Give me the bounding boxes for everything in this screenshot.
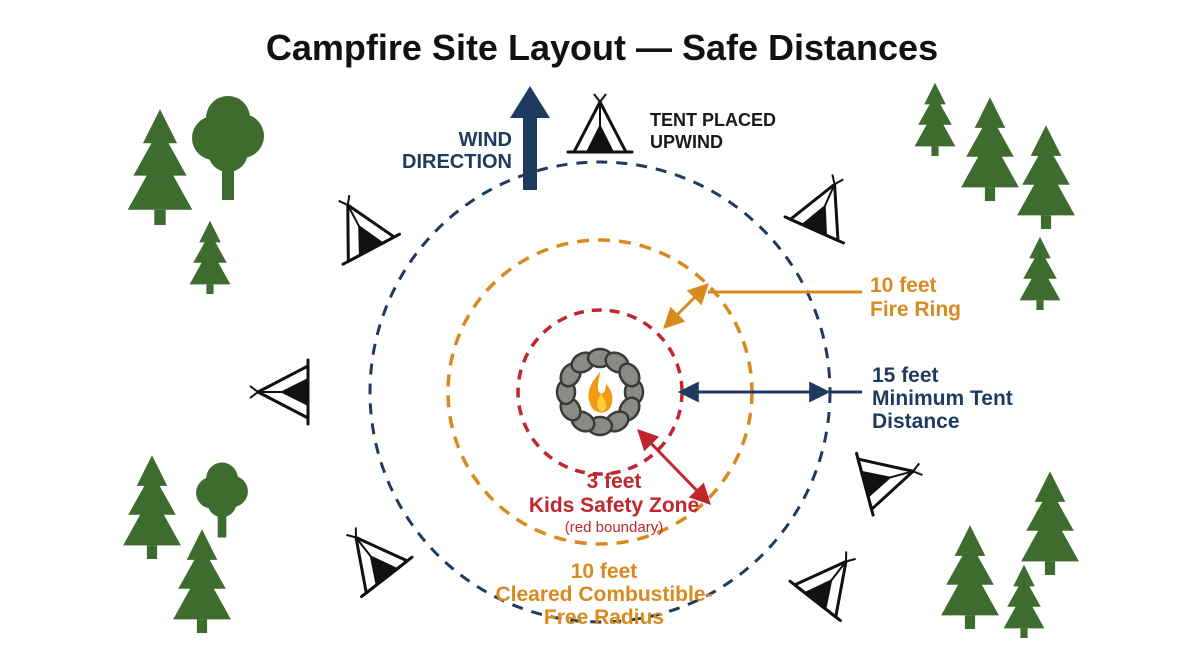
tent-icon (314, 181, 402, 266)
pine-tree-icon (1003, 564, 1045, 638)
tent-distance-label-line3: Distance (872, 410, 960, 433)
tree-group-left-bottom (123, 455, 248, 633)
deciduous-tree-icon (196, 462, 248, 538)
deciduous-tree-icon (192, 96, 264, 200)
wind-arrow-icon (510, 86, 550, 190)
tent-icon (248, 358, 310, 426)
page-title: Campfire Site Layout — Safe Distances (266, 27, 938, 68)
tent-icon (855, 436, 931, 517)
pine-tree-icon (941, 525, 999, 629)
tree-group-left-top (127, 96, 264, 294)
tent-icon (788, 534, 878, 623)
pine-tree-icon (1021, 471, 1079, 575)
campfire-icon (555, 347, 645, 437)
pine-tree-icon (127, 109, 193, 225)
pine-tree-icon (123, 455, 181, 559)
pine-tree-icon (914, 82, 956, 156)
tent-icon (783, 162, 869, 245)
tent-note-line1: TENT PLACED (650, 110, 776, 130)
cleared-label-line2: Cleared Combustible- (495, 583, 712, 606)
tree-group-right-bottom (941, 471, 1079, 638)
tree-group-right-top (914, 82, 1075, 310)
fire-ring-stone (618, 362, 641, 388)
cleared-label-line3: Free Radius (544, 606, 664, 629)
cleared-label-line1: 10 feet (571, 560, 638, 583)
kids-zone-label-line2: Kids Safety Zone (529, 494, 699, 517)
fire-ring-label-line1: 10 feet (870, 274, 937, 297)
tent-note-line2: UPWIND (650, 132, 723, 152)
pine-tree-icon (189, 220, 231, 294)
pine-tree-icon (1019, 236, 1061, 310)
tent-distance-label-line2: Minimum Tent (872, 387, 1013, 410)
flame-outer (588, 372, 613, 413)
kids-zone-label-line3: (red boundary) (565, 519, 663, 536)
pine-tree-icon (1017, 125, 1075, 229)
flame-inner (597, 394, 606, 412)
tent-icon (324, 510, 414, 599)
pine-tree-icon (173, 529, 231, 633)
fire-ring-arrow (663, 283, 709, 329)
fire-ring-stones (555, 347, 645, 437)
tent-distance-label-line1: 15 feet (872, 364, 939, 387)
kids-zone-label-line1: 3 feet (587, 470, 642, 493)
pine-tree-icon (961, 97, 1019, 201)
tent-icon (566, 92, 634, 154)
wind-label-line2: DIRECTION (402, 151, 512, 173)
kids-zone-arrow (637, 428, 711, 506)
fire-ring-label-line2: Fire Ring (870, 298, 961, 321)
wind-label-line1: WIND (459, 129, 512, 151)
